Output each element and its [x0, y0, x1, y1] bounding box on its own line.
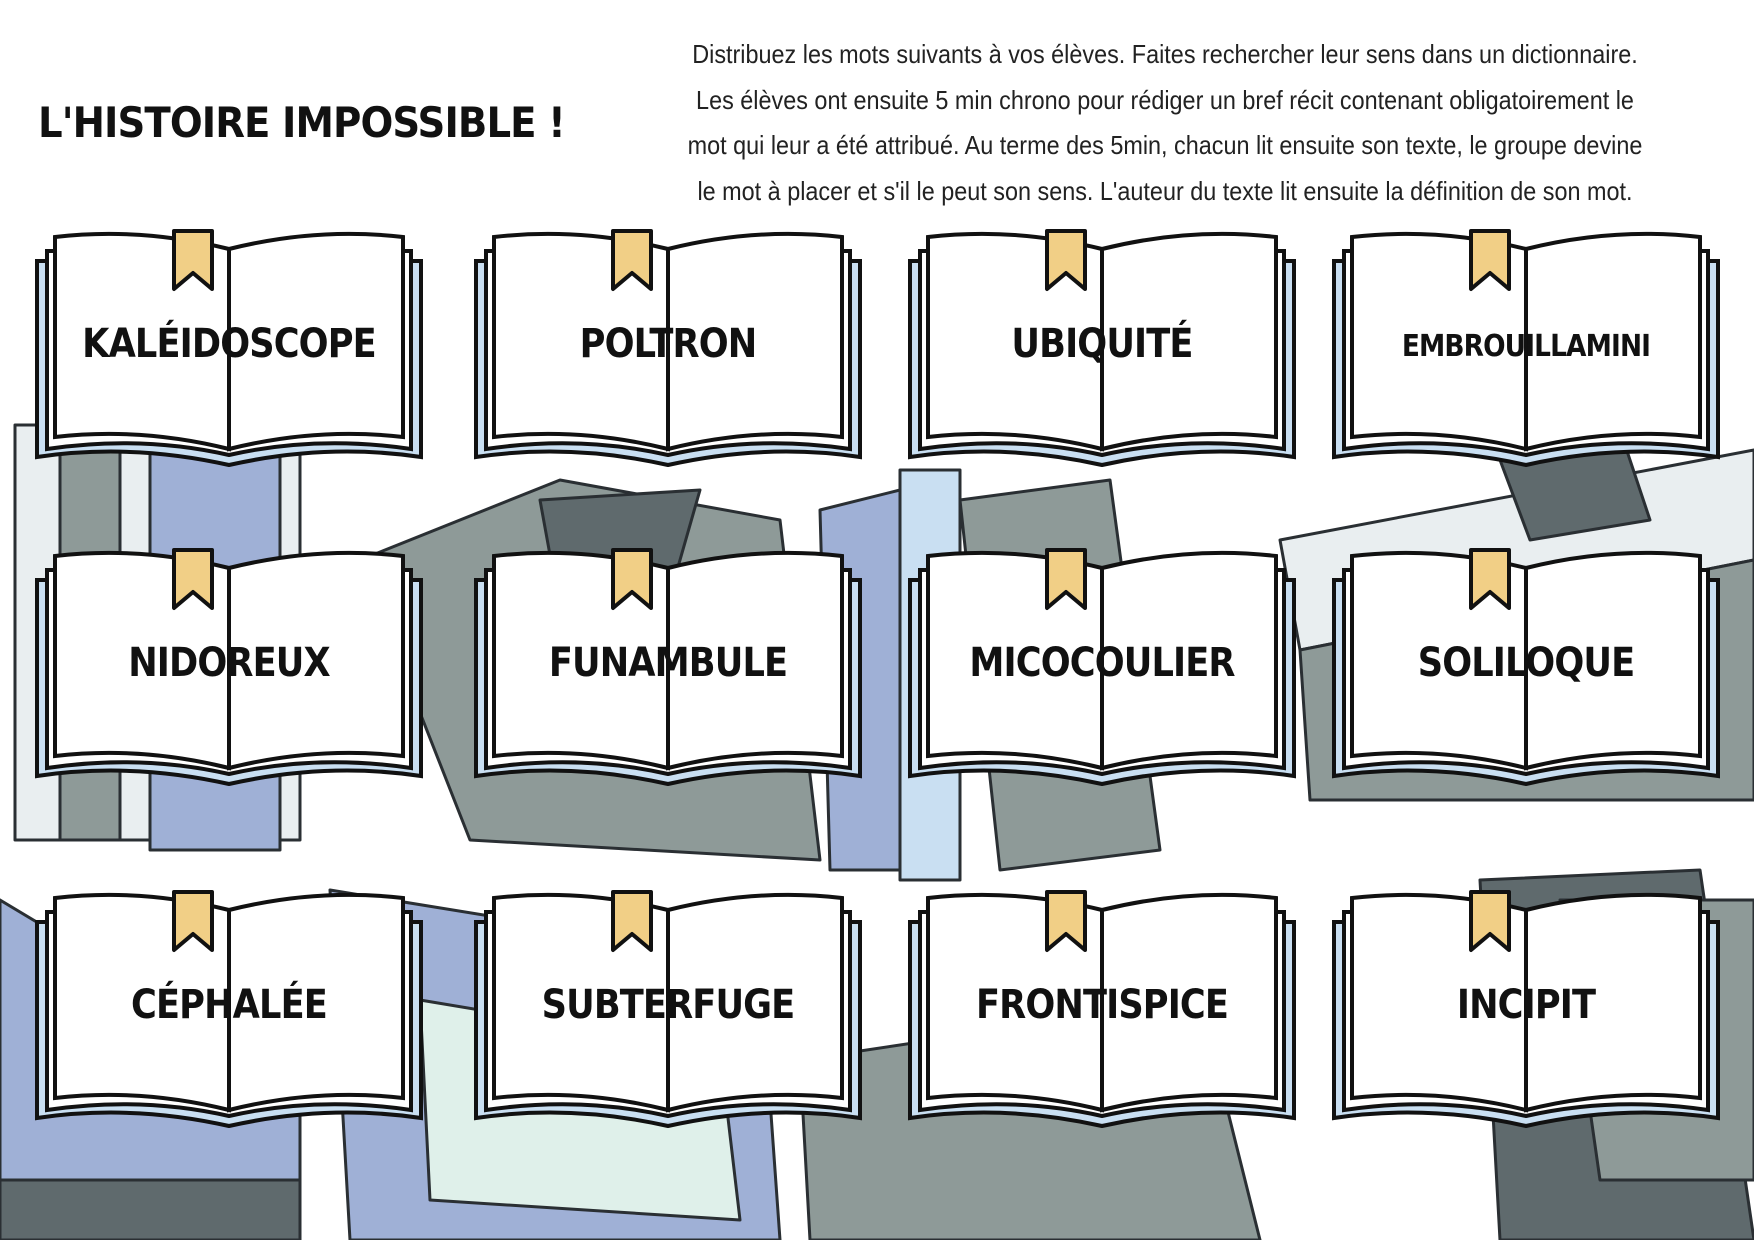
word-label: SUBTERFUGE [541, 982, 796, 1028]
word-label: NIDOREUX [128, 640, 330, 686]
word-card: FRONTISPICE [904, 890, 1300, 1140]
open-book-icon [35, 229, 423, 468]
open-book-icon [474, 890, 862, 1129]
word-label: KALÉIDOSCOPE [82, 321, 377, 367]
open-book-icon [35, 890, 423, 1129]
instruction-line: Les élèves ont ensuite 5 min chrono pour… [696, 84, 1634, 115]
instructions: Distribuez les mots suivants à vos élève… [666, 32, 1665, 214]
word-label: SOLILOQUE [1417, 640, 1635, 686]
word-card: EMBROUILLAMINI [1328, 229, 1724, 479]
word-label: POLTRON [579, 321, 758, 367]
word-card: CÉPHALÉE [31, 890, 427, 1140]
word-card: NIDOREUX [31, 548, 427, 798]
word-label: FRONTISPICE [975, 982, 1229, 1028]
word-label: CÉPHALÉE [131, 982, 328, 1028]
open-book-icon [1332, 229, 1720, 468]
word-card: UBIQUITÉ [904, 229, 1300, 479]
open-book-icon [908, 229, 1296, 468]
open-book-icon [474, 229, 862, 468]
word-label: MICOCOULIER [969, 640, 1235, 686]
open-book-icon [1332, 890, 1720, 1129]
page-title: L'HISTOIRE IMPOSSIBLE ! [38, 98, 566, 147]
word-label: UBIQUITÉ [1011, 321, 1193, 367]
open-book-icon [908, 548, 1296, 787]
open-book-icon [908, 890, 1296, 1129]
word-card: MICOCOULIER [904, 548, 1300, 798]
instruction-line: le mot à placer et s'il le peut son sens… [697, 175, 1633, 206]
word-card: SUBTERFUGE [470, 890, 866, 1140]
word-card: KALÉIDOSCOPE [31, 229, 427, 479]
word-card: FUNAMBULE [470, 548, 866, 798]
word-label: EMBROUILLAMINI [1401, 329, 1651, 364]
word-label: INCIPIT [1456, 982, 1596, 1028]
word-card: INCIPIT [1328, 890, 1724, 1140]
word-card: SOLILOQUE [1328, 548, 1724, 798]
open-book-icon [1332, 548, 1720, 787]
open-book-icon [474, 548, 862, 787]
instruction-line: Distribuez les mots suivants à vos élève… [692, 39, 1638, 69]
word-card: POLTRON [470, 229, 866, 479]
word-label: FUNAMBULE [548, 640, 788, 686]
open-book-icon [35, 548, 423, 787]
instruction-line: mot qui leur a été attribué. Au terme de… [687, 130, 1643, 160]
